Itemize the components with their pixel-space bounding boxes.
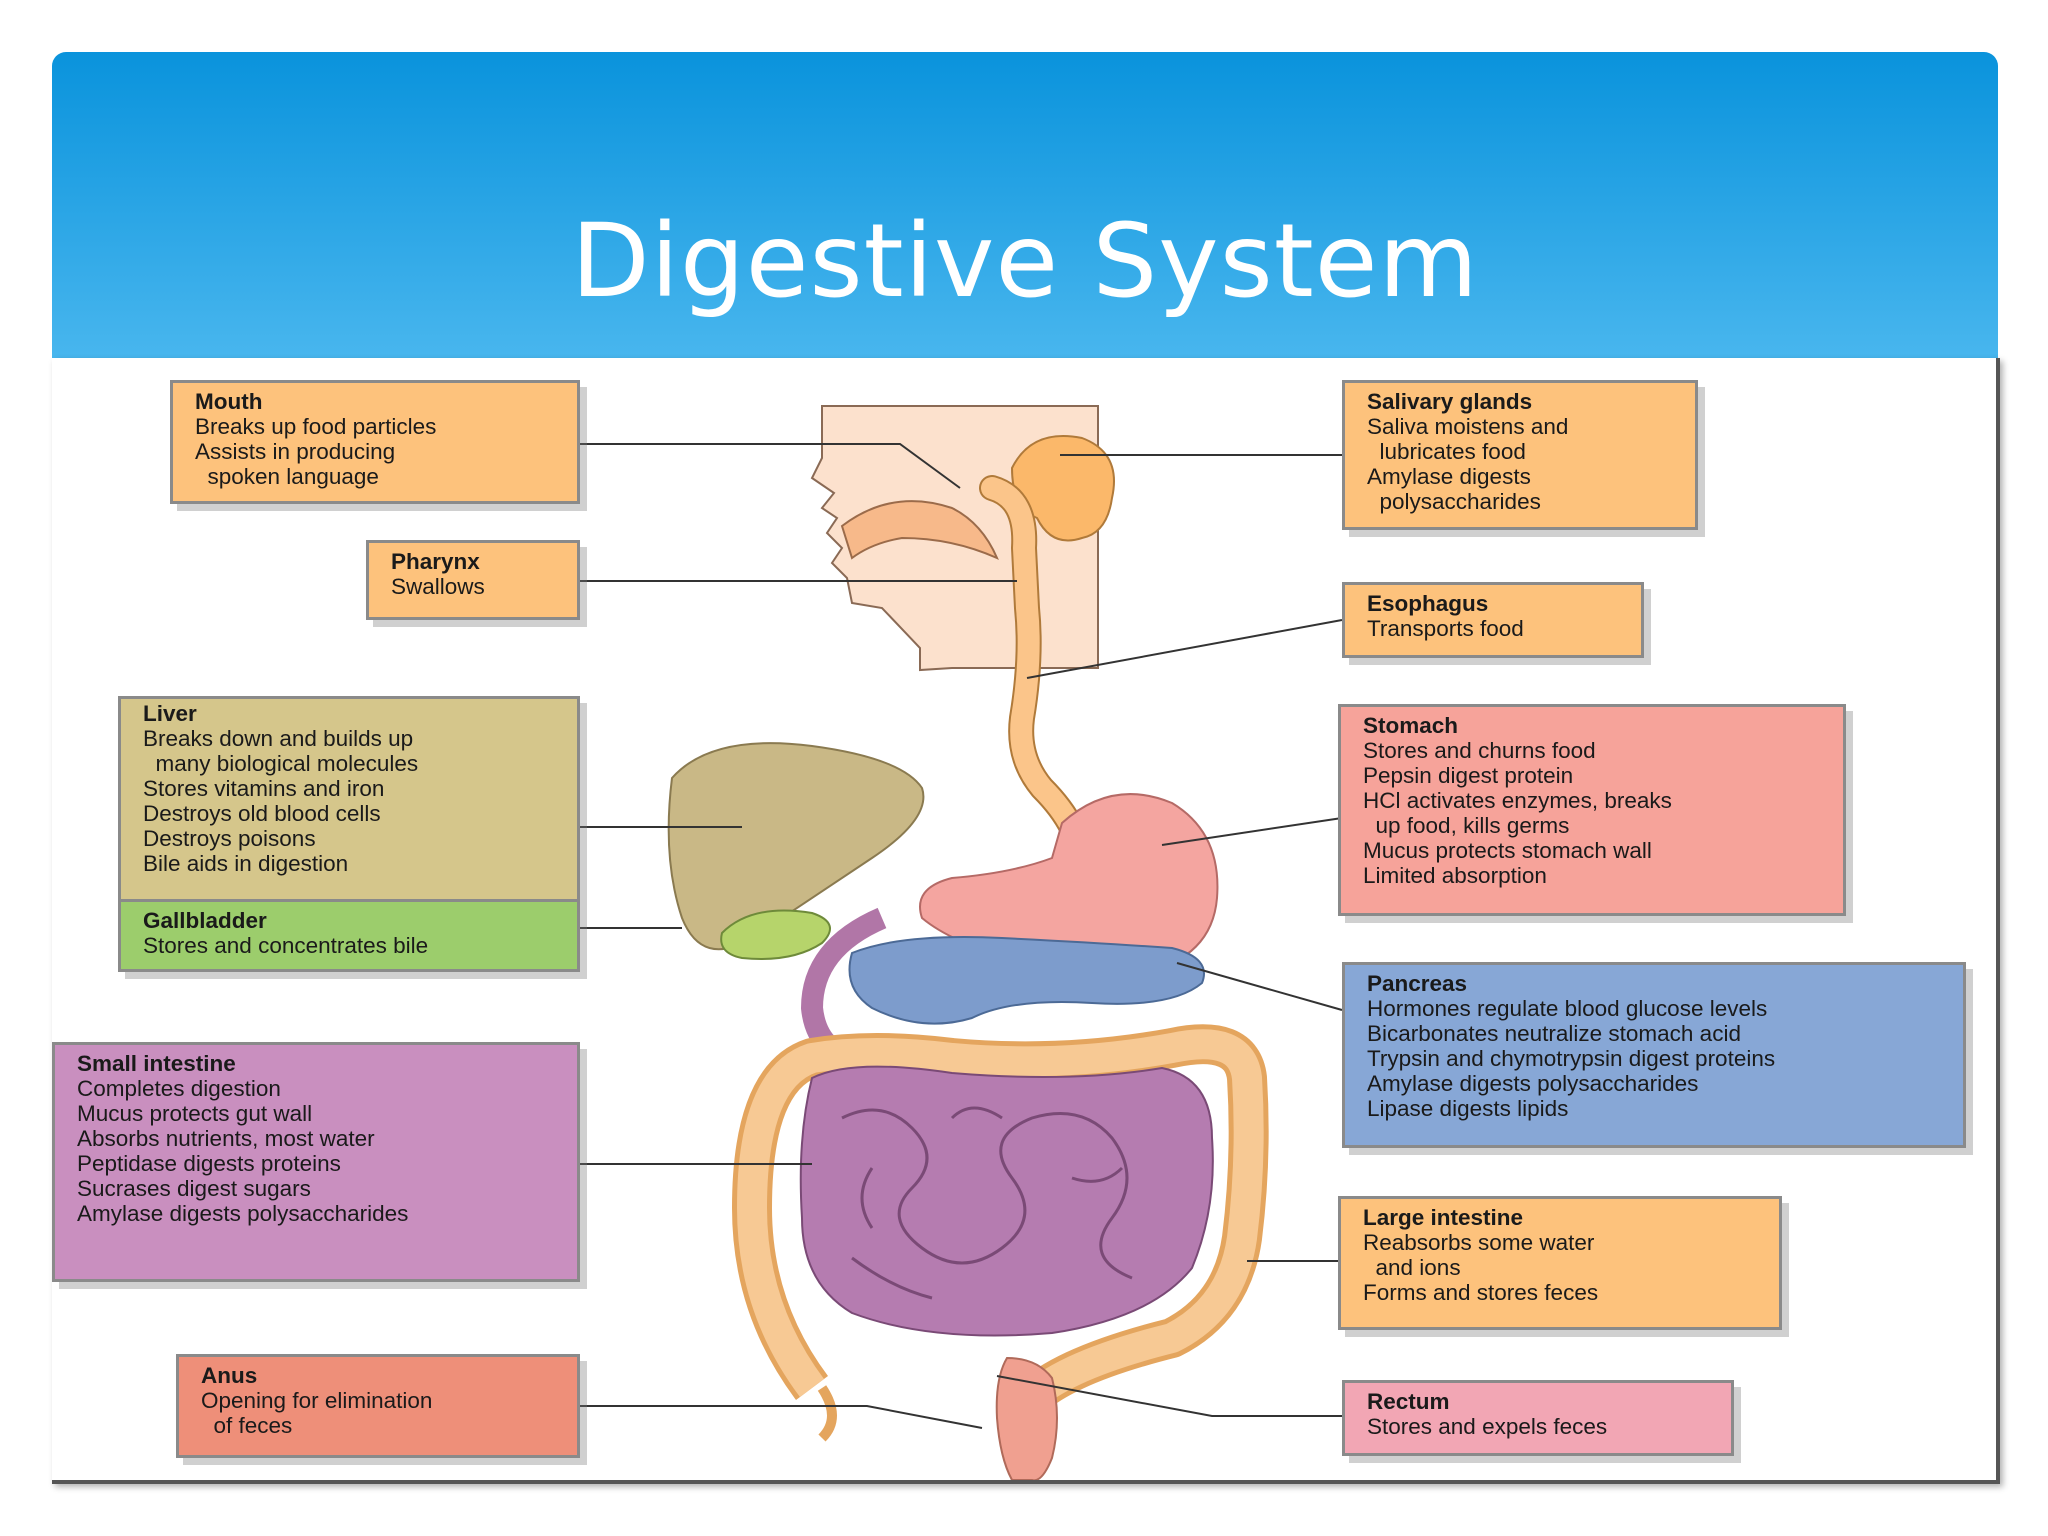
mouth-line: Breaks up food particles [195, 414, 437, 439]
pancreas-line: Trypsin and chymotrypsin digest proteins [1367, 1046, 1776, 1071]
liver-line: Breaks down and builds up [143, 726, 414, 751]
stomach-line: Limited absorption [1363, 863, 1547, 888]
esophagus-line: Transports food [1367, 616, 1524, 641]
gallbladder-line: Stores and concentrates bile [143, 933, 429, 958]
stomach-line: Mucus protects stomach wall [1363, 838, 1652, 863]
pancreas-line: Hormones regulate blood glucose levels [1367, 996, 1768, 1021]
liver-line: Destroys old blood cells [143, 801, 381, 826]
small-intestine-line: Completes digestion [77, 1076, 281, 1101]
rectum [995, 1356, 1058, 1480]
small-intestine-line: Peptidase digests proteins [77, 1151, 341, 1176]
large-intestine-line: Reabsorbs some water [1363, 1230, 1595, 1255]
esophagus-title: Esophagus [1367, 591, 1489, 616]
liver-line: Bile aids in digestion [143, 851, 349, 876]
mouth-title: Mouth [195, 389, 263, 414]
anus-box: Anus Opening for elimination of feces [176, 1354, 580, 1458]
pancreas-box: Pancreas Hormones regulate blood glucose… [1342, 962, 1966, 1148]
salivary-glands-line: Saliva moistens and [1367, 414, 1569, 439]
mouth-line: spoken language [195, 464, 379, 489]
digestive-diagram: Mouth Breaks up food particles Assists i… [52, 358, 2000, 1484]
anus-title: Anus [201, 1363, 258, 1388]
small-intestine-line: Amylase digests polysaccharides [77, 1201, 409, 1226]
stomach-box: Stomach Stores and churns food Pepsin di… [1338, 704, 1846, 916]
gallbladder-title: Gallbladder [143, 908, 267, 933]
stomach-line: up food, kills germs [1363, 813, 1570, 838]
rectum-box: Rectum Stores and expels feces [1342, 1380, 1734, 1456]
salivary-glands-line: lubricates food [1367, 439, 1526, 464]
large-intestine-title: Large intestine [1363, 1205, 1524, 1230]
small-intestine-title: Small intestine [77, 1051, 236, 1076]
small-intestine-box: Small intestine Completes digestion Mucu… [52, 1042, 580, 1282]
small-intestine-line: Mucus protects gut wall [77, 1101, 313, 1126]
anus-line: Opening for elimination [201, 1388, 433, 1413]
liver-title: Liver [143, 701, 197, 726]
slide-title: Digestive System [571, 202, 1479, 321]
anatomy-illustration [312, 405, 1343, 1480]
pharynx-title: Pharynx [391, 549, 480, 574]
liver-line: Stores vitamins and iron [143, 776, 385, 801]
small-intestine-line: Absorbs nutrients, most water [77, 1126, 375, 1151]
large-intestine-line: Forms and stores feces [1363, 1280, 1599, 1305]
large-intestine-box: Large intestine Reabsorbs some water and… [1338, 1196, 1782, 1330]
stomach-line: Stores and churns food [1363, 738, 1596, 763]
salivary-gland [1010, 435, 1115, 542]
pancreas-line: Bicarbonates neutralize stomach acid [1367, 1021, 1741, 1046]
salivary-glands-title: Salivary glands [1367, 389, 1533, 414]
liver-line: many biological molecules [143, 751, 419, 776]
salivary-glands-line: Amylase digests [1367, 464, 1531, 489]
anus-line: of feces [201, 1413, 293, 1438]
liver [667, 742, 925, 951]
pancreas [848, 936, 1205, 1025]
mouth-line: Assists in producing [195, 439, 396, 464]
stomach-line: Pepsin digest protein [1363, 763, 1574, 788]
esophagus-box: Esophagus Transports food [1342, 582, 1644, 658]
rectum-line: Stores and expels feces [1367, 1414, 1608, 1439]
pharynx-line: Swallows [391, 574, 485, 599]
pancreas-line: Amylase digests polysaccharides [1367, 1071, 1699, 1096]
mouth-box: Mouth Breaks up food particles Assists i… [170, 380, 580, 504]
liver-line: Destroys poisons [143, 826, 316, 851]
salivary-glands-line: polysaccharides [1367, 489, 1541, 514]
large-intestine-line: and ions [1363, 1255, 1461, 1280]
stomach-title: Stomach [1363, 713, 1459, 738]
title-banner: Digestive System [52, 52, 1998, 358]
pancreas-line: Lipase digests lipids [1367, 1096, 1569, 1121]
gallbladder-box: Gallbladder Stores and concentrates bile [121, 899, 577, 969]
pancreas-title: Pancreas [1367, 971, 1468, 996]
rectum-title: Rectum [1367, 1389, 1450, 1414]
salivary-glands-box: Salivary glands Saliva moistens and lubr… [1342, 380, 1698, 530]
pharynx-box: Pharynx Swallows [366, 540, 580, 620]
liver-box: Liver Breaks down and builds up many bio… [121, 699, 577, 899]
gallbladder [720, 909, 831, 960]
leader-lines [312, 443, 1343, 1429]
small-intestine-line: Sucrases digest sugars [77, 1176, 311, 1201]
stomach-line: HCl activates enzymes, breaks [1363, 788, 1672, 813]
liver-gallbladder-group: Liver Breaks down and builds up many bio… [118, 696, 580, 972]
